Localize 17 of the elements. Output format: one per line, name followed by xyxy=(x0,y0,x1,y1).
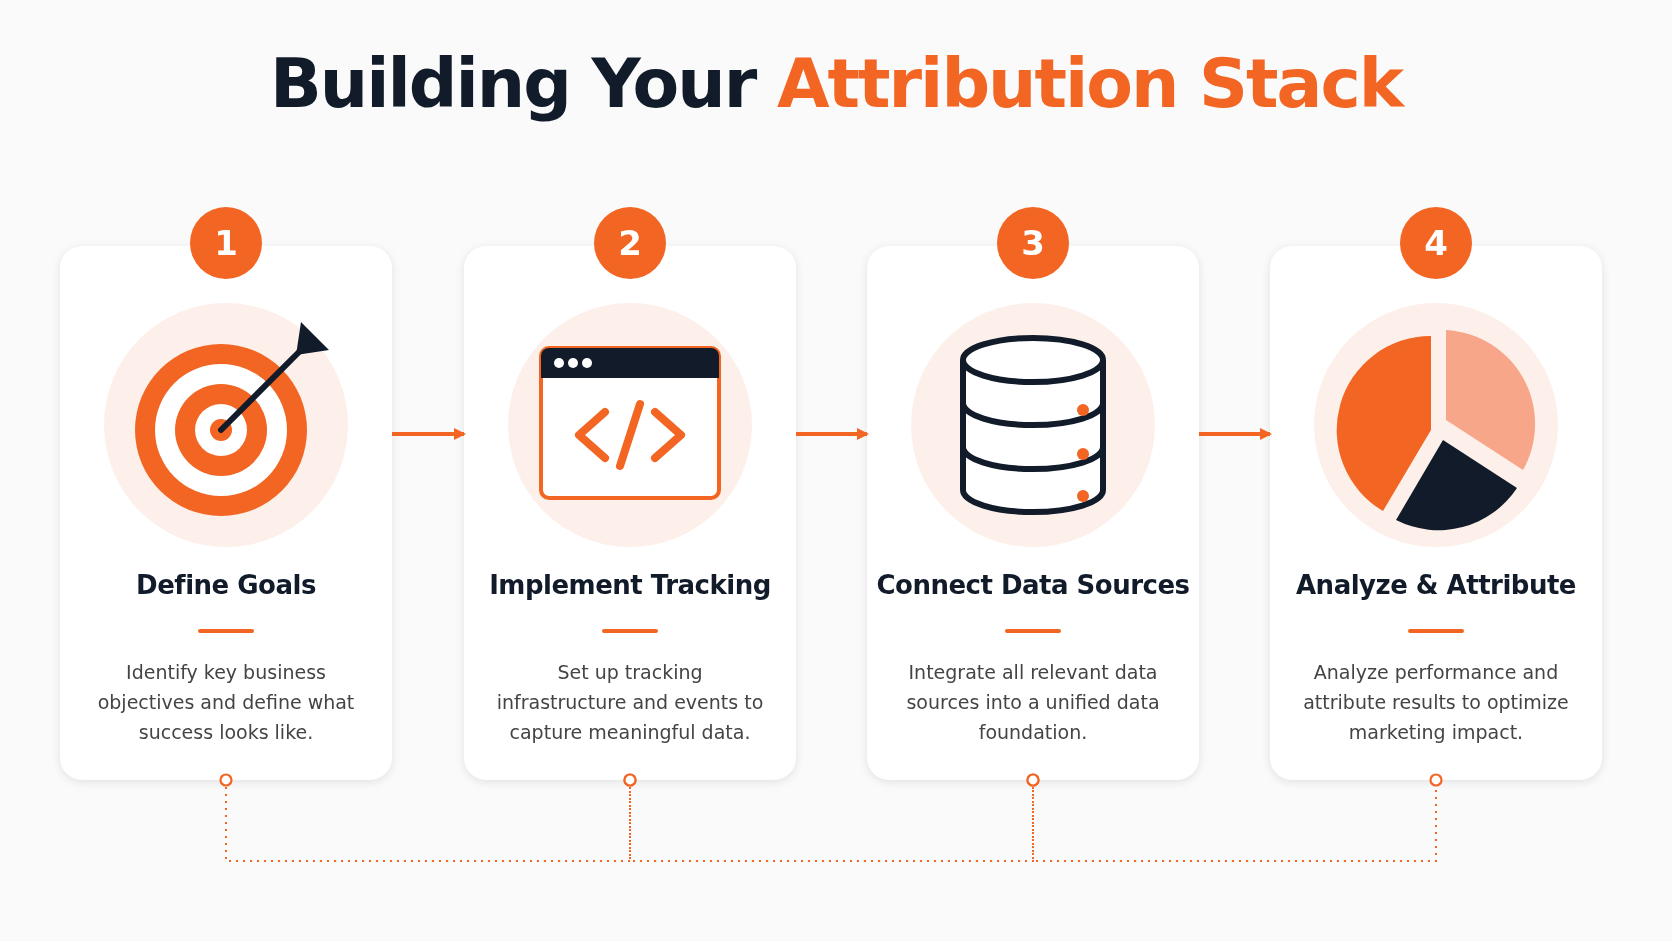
step-number-badge: 3 xyxy=(997,207,1069,279)
step-description: Set up tracking infrastructure and events to capture meaningful data. xyxy=(495,660,765,745)
arrow xyxy=(1199,428,1272,440)
title: Building Your Attribution Stack xyxy=(0,44,1672,123)
step-number-badge: 1 xyxy=(190,207,262,279)
step-description: Integrate all relevant data sources into a unified data foundation. xyxy=(905,660,1161,745)
step-description: Identify key business objectives and define what success looks like. xyxy=(96,660,356,745)
step-heading: Implement Tracking xyxy=(488,570,772,600)
step-heading: Analyze & Attribute xyxy=(1295,570,1577,600)
arrow xyxy=(796,428,869,440)
arrow xyxy=(392,428,466,440)
step-description: Analyze performance and attribute results to optimize marketing impact. xyxy=(1302,660,1570,745)
step-number-badge: 2 xyxy=(594,207,666,279)
step-heading: Define Goals xyxy=(135,570,317,600)
step-heading: Connect Data Sources xyxy=(875,570,1191,600)
dotted-connector xyxy=(1026,773,1443,862)
step-number-badge: 4 xyxy=(1400,207,1472,279)
